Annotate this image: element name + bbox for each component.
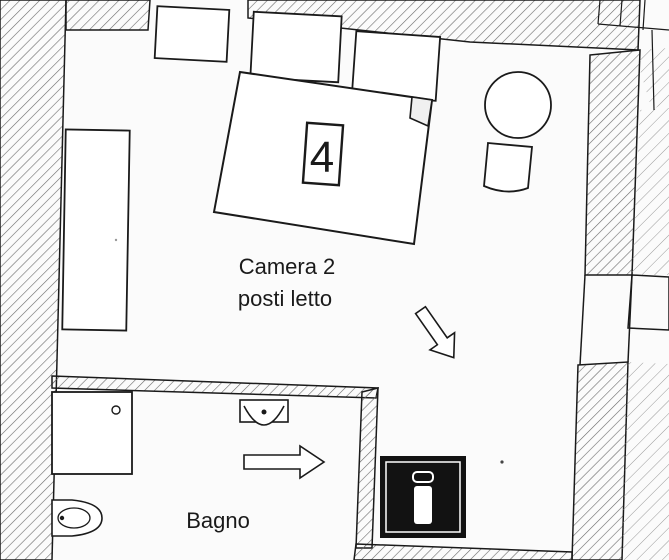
wardrobe — [61, 128, 131, 332]
bathroom-wall — [51, 375, 573, 560]
adjacent-area — [597, 0, 669, 560]
entrance-arrow — [414, 305, 456, 359]
bathroom-label: Bagno — [186, 508, 250, 533]
sink — [239, 399, 289, 426]
top-wall — [65, 0, 641, 51]
room-number: 4 — [310, 133, 334, 182]
left-wall — [0, 0, 67, 560]
chair — [483, 142, 533, 193]
shower — [51, 391, 133, 475]
round-table — [484, 71, 552, 139]
pillow-left — [249, 10, 343, 84]
bathroom-arrow — [243, 444, 326, 480]
info-box[interactable] — [380, 456, 466, 538]
bedroom-label-line2: posti letto — [238, 286, 332, 311]
cabinet — [153, 5, 231, 63]
info-icon — [412, 471, 434, 524]
toilet — [51, 499, 103, 537]
room-number-box: 4 — [301, 121, 345, 187]
bedroom-label-line1: Camera 2 — [239, 254, 336, 279]
